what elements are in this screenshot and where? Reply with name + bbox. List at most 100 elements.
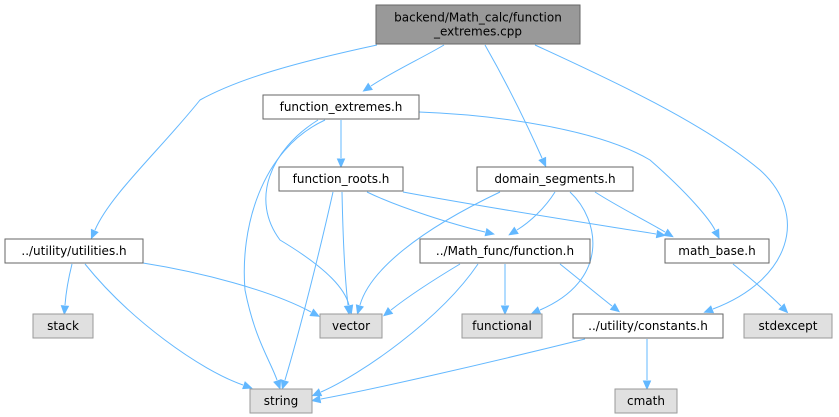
edge-constants_h-to-string [310, 338, 586, 404]
node-box [614, 388, 678, 414]
node-box [419, 238, 591, 264]
arrowhead-icon [343, 305, 353, 316]
arrowhead-icon [484, 227, 495, 237]
node-utilities-h[interactable]: ../utility/utilities.h [4, 238, 144, 264]
node-math-base-h[interactable]: math_base.h [664, 238, 770, 264]
edge-line [341, 191, 349, 306]
node-box [262, 94, 420, 120]
edge-domain_segments_h-to-vector [355, 191, 501, 315]
edge-domain_segments_h-to-math_base_h [594, 191, 674, 238]
arrowhead-icon [500, 305, 510, 316]
node-label: domain_segments.h [494, 172, 615, 186]
node-box [461, 313, 543, 339]
node-box [572, 313, 724, 339]
edge-line [64, 263, 73, 306]
node-box [249, 388, 313, 414]
node-label: math_base.h [678, 244, 755, 258]
node-box [319, 313, 383, 339]
node-vector: vector [319, 313, 383, 339]
edge-root-to-constants_h [534, 44, 788, 314]
edge-function_roots_h-to-math_base_h [402, 191, 667, 239]
edge-line [243, 119, 326, 381]
node-function-roots-h[interactable]: function_roots.h [278, 166, 404, 192]
arrowhead-icon [273, 379, 282, 390]
edge-line [320, 263, 479, 393]
arrowhead-icon [311, 388, 323, 397]
edge-function_extremes_h-to-string [243, 119, 326, 390]
arrowhead-icon [711, 228, 720, 240]
arrowhead-icon [778, 303, 789, 314]
arrowhead-icon [609, 302, 621, 313]
edge-utilities_h-to-string [84, 263, 253, 390]
arrowhead-icon [655, 229, 667, 239]
edge-line [265, 119, 350, 306]
node-box [375, 4, 581, 45]
arrowhead-icon [355, 304, 364, 315]
node-domain-segments-h[interactable]: domain_segments.h [476, 166, 634, 192]
node-function-extremes-h[interactable]: function_extremes.h [262, 94, 420, 120]
edge-function_roots_h-to-function_h [366, 191, 495, 237]
node-label: ../Math_func/function.h [436, 244, 574, 258]
arrowhead-icon [336, 158, 346, 169]
edge-line [594, 191, 666, 233]
edge-function_h-to-functional [500, 264, 510, 316]
edge-function_extremes_h-to-vector [265, 119, 354, 315]
arrowhead-icon [90, 228, 99, 240]
edge-constants_h-to-cmath [642, 339, 652, 391]
node-label: function_roots.h [293, 172, 390, 186]
node-stack: stack [32, 313, 94, 339]
node-box [4, 238, 144, 264]
edge-line [366, 191, 486, 233]
node-label: ../utility/utilities.h [21, 244, 126, 258]
node-cmath: cmath [614, 388, 678, 414]
edge-line [559, 263, 613, 307]
edge-root-to-function_extremes_h [362, 44, 445, 92]
arrowhead-icon [309, 308, 321, 317]
arrowhead-icon [310, 394, 322, 404]
arrowhead-icon [538, 156, 547, 168]
arrowhead-icon [642, 380, 652, 391]
edge-function_h-to-string [311, 263, 479, 397]
node-label: stdexcept [759, 319, 818, 333]
arrowhead-icon [382, 306, 394, 317]
arrowhead-icon [530, 306, 542, 315]
arrowhead-icon [703, 305, 715, 314]
node-root[interactable]: backend/Math_calc/function_extremes.cpp [375, 4, 581, 45]
edge-root-to-domain_segments_h [484, 44, 547, 168]
node-function-h[interactable]: ../Math_func/function.h [419, 238, 591, 264]
node-label: stack [47, 319, 79, 333]
node-box [32, 313, 94, 339]
node-label: string [264, 394, 298, 408]
node-box [278, 166, 404, 192]
arrowhead-icon [362, 82, 373, 92]
edge-utilities_h-to-vector [142, 262, 321, 317]
edge-line [142, 262, 312, 313]
edge-line [320, 338, 586, 400]
edge-math_base_h-to-stdexcept [732, 263, 789, 314]
edge-line [84, 263, 244, 386]
edge-line [484, 44, 543, 159]
node-constants-h[interactable]: ../utility/constants.h [572, 313, 724, 339]
edge-domain_segments_h-to-function_h [508, 191, 556, 236]
node-label: function_extremes.h [280, 100, 403, 114]
node-box [743, 313, 833, 339]
edge-line [418, 111, 716, 231]
edge-function_extremes_h-to-math_base_h [418, 111, 720, 240]
node-label: cmath [627, 394, 665, 408]
edge-line [94, 44, 378, 231]
edge-function_extremes_h-to-function_roots_h [336, 119, 346, 169]
edge-function_h-to-constants_h [559, 263, 621, 313]
nodes-layer: backend/Math_calc/function_extremes.cppf… [4, 4, 833, 414]
node-label: backend/Math_calc/function [394, 11, 562, 25]
edge-line [402, 191, 657, 235]
node-box [664, 238, 770, 264]
node-label: _extremes.cpp [433, 25, 522, 39]
edge-line [732, 263, 782, 307]
edge-function_roots_h-to-string [280, 191, 334, 390]
edge-utilities_h-to-stack [60, 263, 73, 316]
node-stdexcept: stdexcept [743, 313, 833, 339]
edge-line [284, 191, 334, 381]
edge-line [539, 191, 594, 311]
edge-line [534, 44, 788, 310]
